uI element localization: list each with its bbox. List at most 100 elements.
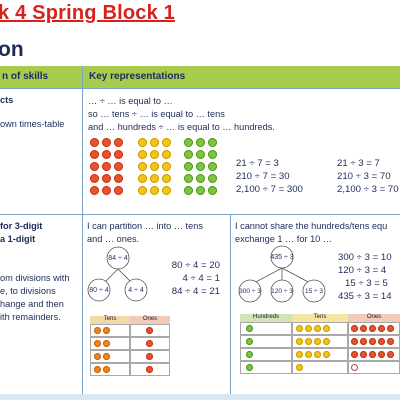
pv-cell: [130, 337, 170, 350]
place-value-counters: [90, 138, 230, 200]
counter: [103, 340, 110, 347]
counter: [103, 366, 110, 373]
counter: [90, 138, 99, 147]
stem-sentence: I can partition … into … tens: [87, 221, 203, 231]
counter: [90, 162, 99, 171]
counter: [369, 338, 376, 345]
equation: 435 ÷ 3 = 14: [338, 291, 392, 302]
counter: [150, 138, 159, 147]
counter: [378, 338, 385, 345]
stem-sentence: and … ones.: [87, 234, 140, 244]
header: [0, 0, 400, 62]
counter: [296, 351, 303, 358]
row2-skill-line: for 3-digit: [0, 221, 43, 231]
section-title: on: [0, 38, 24, 61]
pv-cell: [130, 363, 170, 376]
row-divider: [0, 214, 400, 215]
counter: [314, 351, 321, 358]
part-whole-model: [87, 246, 148, 302]
pv-header: Ones: [366, 314, 382, 320]
counter: [305, 338, 312, 345]
counter: [246, 338, 253, 345]
counter: [378, 351, 385, 358]
pv-cell: [292, 322, 348, 335]
counter: [94, 340, 101, 347]
row1-skill-line: cts: [0, 95, 14, 105]
stem-sentence: and … hundreds ÷ … is equal to … hundred…: [88, 122, 275, 132]
counter: [351, 338, 358, 345]
counter: [102, 162, 111, 171]
row2-skill-line: ith remainders.: [0, 312, 61, 322]
counter: [138, 150, 147, 159]
counter: [378, 325, 385, 332]
counter: [184, 186, 193, 195]
pv-cell: [130, 350, 170, 363]
bond-part: 4 ÷ 4: [128, 287, 144, 294]
equation: 80 ÷ 4 = 20: [171, 260, 220, 271]
counter: [196, 138, 205, 147]
stem-sentence: I cannot share the hundreds/tens equ: [235, 221, 388, 231]
counter: [246, 364, 253, 371]
counter: [208, 186, 217, 195]
counter: [305, 351, 312, 358]
counter: [196, 162, 205, 171]
column-divider: [82, 66, 83, 396]
equation: 21 ÷ 7 = 3: [236, 158, 279, 169]
pv-cell: [90, 324, 130, 337]
pv-cell: [240, 348, 292, 361]
counter: [150, 150, 159, 159]
counter: [146, 353, 153, 360]
counter: [360, 338, 367, 345]
pv-cell: [90, 350, 130, 363]
block-title: k 4 Spring Block 1: [0, 2, 175, 24]
counter: [102, 150, 111, 159]
hundreds-tens-ones-chart: Hundreds Tens Ones: [240, 314, 400, 378]
bond-whole: 435 ÷ 3: [270, 254, 294, 261]
counter: [102, 186, 111, 195]
counter: [196, 150, 205, 159]
pv-header: Tens: [313, 314, 327, 320]
counter: [94, 327, 101, 334]
counter: [146, 340, 153, 347]
counter: [162, 162, 171, 171]
part-whole-model: [238, 245, 326, 303]
counter: [323, 338, 330, 345]
counter: [138, 162, 147, 171]
equation: 210 ÷ 7 = 30: [236, 171, 290, 182]
counter: [305, 325, 312, 332]
pv-header: Hundreds: [252, 314, 279, 320]
row2-skill-line: a 1-digit: [0, 234, 36, 244]
counter: [102, 174, 111, 183]
counter: [114, 138, 123, 147]
stem-sentence: exchange 1 … for 10 …: [235, 234, 333, 244]
counter: [90, 150, 99, 159]
counter: [246, 325, 253, 332]
counter: [196, 186, 205, 195]
pv-cell: [292, 348, 348, 361]
counter: [114, 186, 123, 195]
stem-sentence: … ÷ … is equal to …: [88, 96, 173, 106]
counter: [138, 174, 147, 183]
pv-cell: [90, 337, 130, 350]
cell-divider: [230, 214, 231, 396]
counter: [114, 174, 123, 183]
counter: [323, 325, 330, 332]
pv-header: Tens: [103, 316, 117, 322]
counter: [162, 138, 171, 147]
counter: [138, 138, 147, 147]
equation: 84 ÷ 4 = 21: [171, 286, 220, 297]
pv-cell: [240, 335, 292, 348]
counter: [208, 162, 217, 171]
equation: 2,100 ÷ 3 = 70: [337, 184, 399, 195]
counter: [184, 162, 193, 171]
counter: [138, 186, 147, 195]
counter: [184, 138, 193, 147]
counter: [150, 162, 159, 171]
counter: [94, 353, 101, 360]
counter: [296, 338, 303, 345]
equation: 210 ÷ 3 = 70: [337, 171, 391, 182]
counter: [114, 150, 123, 159]
bond-part: 80 ÷ 4: [89, 287, 109, 294]
counter: [114, 162, 123, 171]
counter: [351, 364, 358, 371]
